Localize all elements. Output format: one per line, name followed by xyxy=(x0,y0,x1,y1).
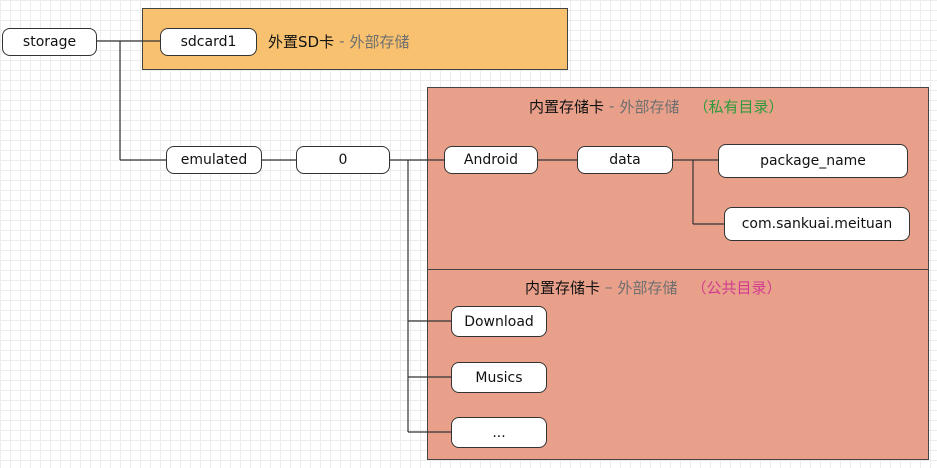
sdcard1-node: sdcard1 xyxy=(160,28,257,56)
internal-private-label: 内置存储卡 - 外部存储 （私有目录） xyxy=(529,95,783,117)
musics-node: Musics xyxy=(451,362,547,393)
emulated-node: emulated xyxy=(166,146,262,174)
internal-public-label: 内置存储卡 – 外部存储 （公共目录） xyxy=(525,276,782,298)
zero-node: 0 xyxy=(296,146,390,174)
download-node: Download xyxy=(451,306,547,337)
more-node: ... xyxy=(451,417,547,448)
internal-private-tag: （私有目录） xyxy=(693,97,784,116)
external-sd-sep: - xyxy=(339,32,345,50)
data-node: data xyxy=(577,146,673,174)
internal-private-sep: - xyxy=(609,97,615,115)
package-name-node: package_name xyxy=(718,144,908,178)
internal-private-name: 内置存储卡 xyxy=(529,97,605,116)
storage-node: storage xyxy=(2,28,97,56)
internal-public-tag: （公共目录） xyxy=(691,278,782,297)
internal-public-name: 内置存储卡 xyxy=(525,278,601,297)
internal-public-desc: 外部存储 xyxy=(617,278,678,297)
external-sd-desc: 外部存储 xyxy=(349,32,410,51)
internal-private-desc: 外部存储 xyxy=(619,97,680,116)
internal-public-sep: – xyxy=(605,278,613,296)
android-node: Android xyxy=(444,146,538,174)
external-sd-name: 外置SD卡 xyxy=(268,32,335,51)
meituan-package-node: com.sankuai.meituan xyxy=(724,207,910,241)
external-sd-label: 外置SD卡 - 外部存储 xyxy=(268,30,410,52)
